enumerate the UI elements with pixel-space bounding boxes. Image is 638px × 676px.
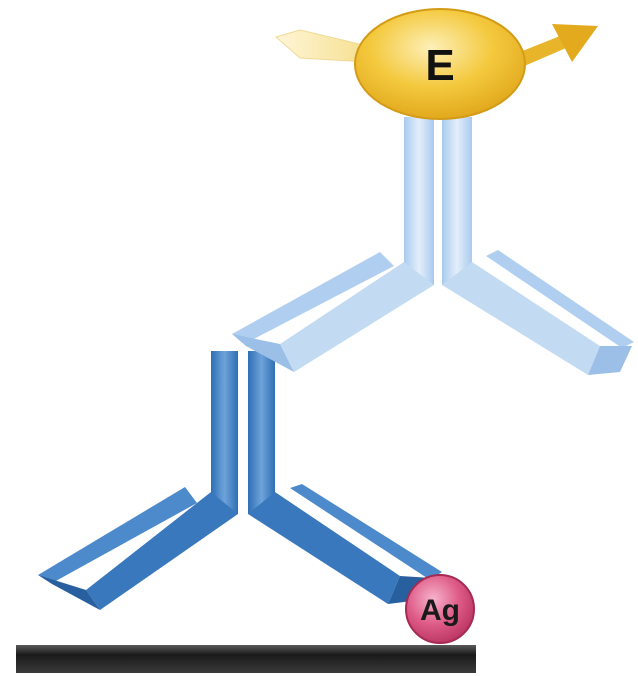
primary-left-arm-light: [38, 487, 197, 582]
secondary-right-arm-heavy: [442, 262, 600, 375]
primary-heavy-chain-right: [248, 351, 275, 514]
secondary-left-arm-light: [232, 252, 394, 342]
secondary-antibody: [232, 117, 634, 375]
secondary-right-arm-light: [486, 250, 634, 348]
enzyme-circle: [354, 8, 526, 120]
primary-left-arm-heavy: [86, 492, 238, 610]
primary-left-arm-tip: [38, 575, 100, 610]
antigen-label: Ag: [420, 594, 460, 627]
secondary-heavy-chain-left: [404, 117, 434, 285]
secondary-right-arm-tip: [588, 346, 632, 375]
enzyme: E: [354, 8, 526, 120]
secondary-left-arm-heavy: [280, 262, 434, 372]
primary-heavy-chain-left: [211, 351, 238, 514]
primary-antibody: [38, 351, 442, 610]
product-arrow-head-icon: [552, 24, 598, 62]
antigen-circle: [405, 574, 475, 644]
primary-right-arm-heavy: [248, 492, 400, 604]
antigen: Ag: [405, 574, 475, 644]
enzyme-label: E: [425, 41, 454, 90]
secondary-left-arm-tip: [232, 334, 294, 372]
primary-right-arm-light: [290, 484, 442, 580]
substrate-arrow: [274, 29, 369, 63]
plate-surface: [16, 645, 476, 673]
secondary-heavy-chain-right: [442, 117, 472, 285]
